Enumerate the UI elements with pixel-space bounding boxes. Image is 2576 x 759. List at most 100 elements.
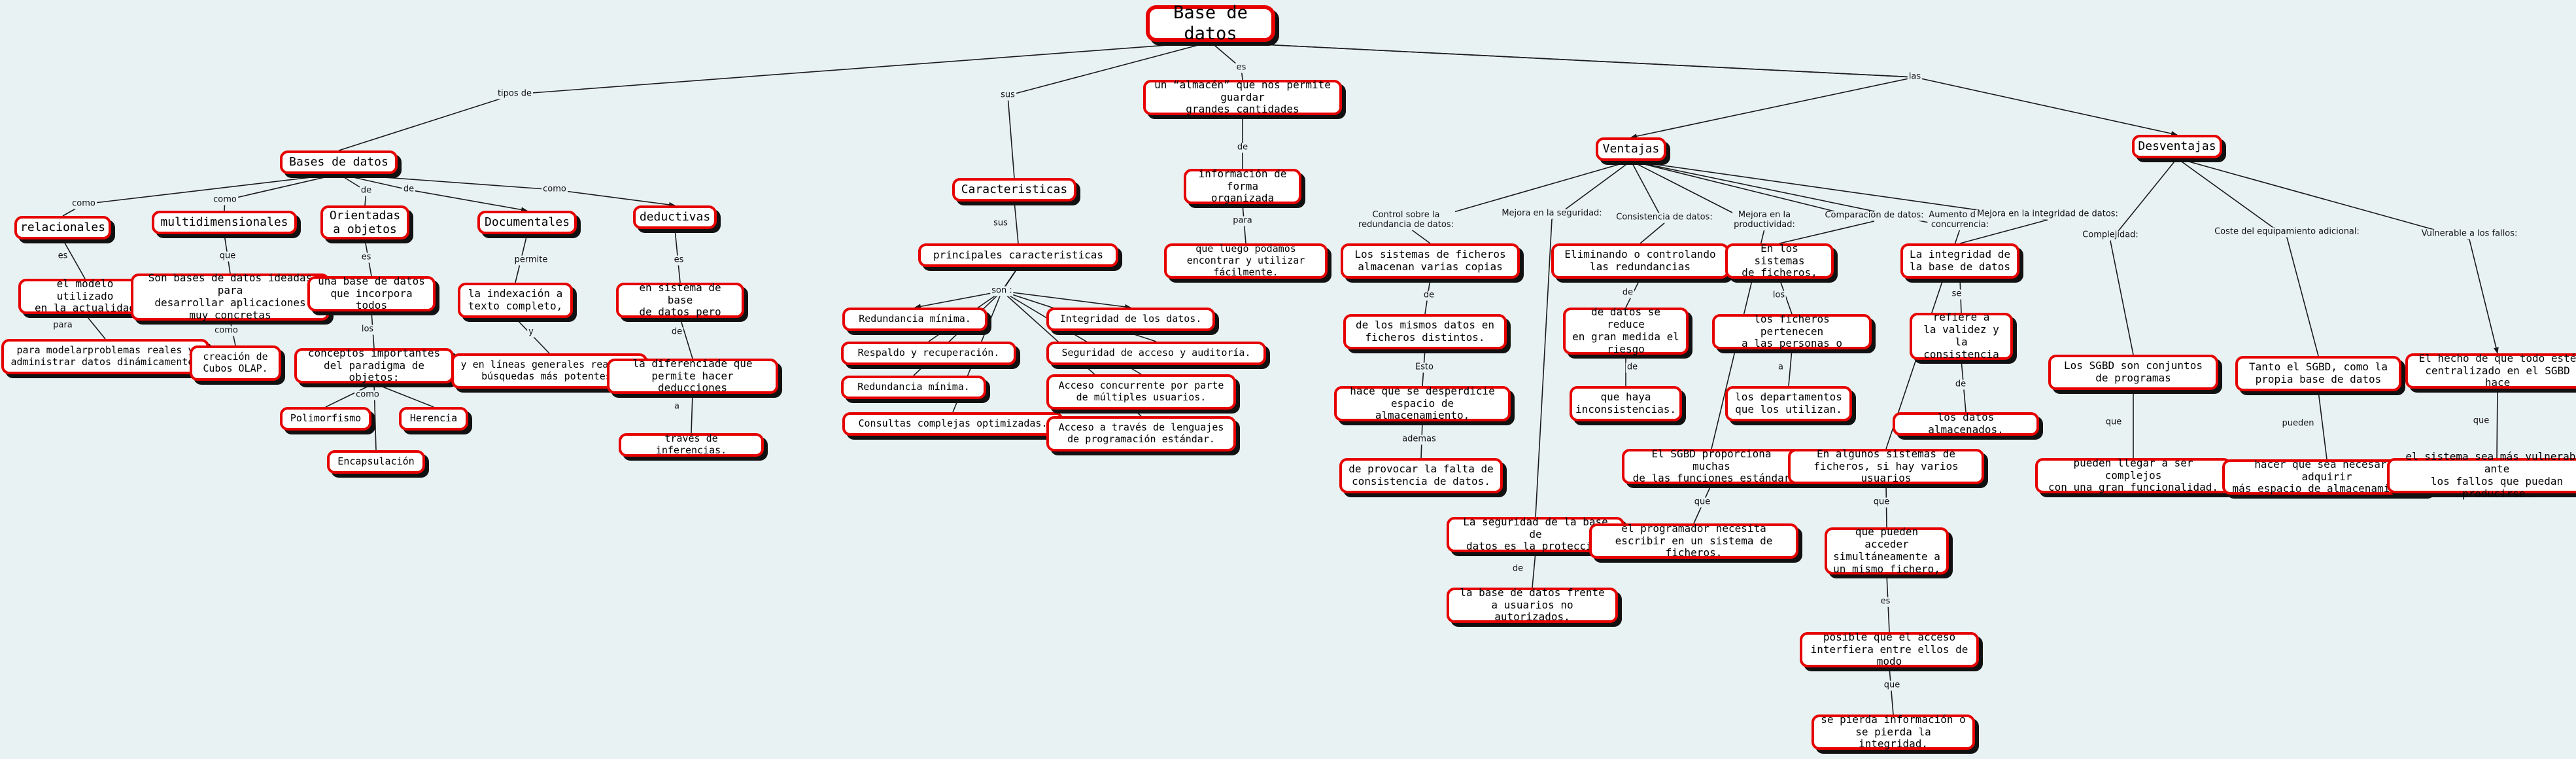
edge-line [2286,237,2319,357]
concept-node-multi3[interactable]: creación de Cubos OLAP. [190,345,281,381]
edge-label: permite [513,255,549,266]
concept-node-d1b[interactable]: pueden llegar a ser complejos con una gr… [2035,457,2231,493]
concept-node-ded4[interactable]: través de inferencias. [619,432,764,457]
edge-label: es [1879,596,1892,607]
concept-node-d1a[interactable]: Los SGBD son conjuntos de programas [2048,355,2218,390]
concept-node-c_seg[interactable]: Seguridad de acceso y auditoría. [1046,342,1266,365]
edge-line [674,228,678,256]
edge-label: pueden [2280,418,2316,429]
edge-label: que [218,251,237,262]
concept-node-polim[interactable]: Polimorfismo [280,407,371,431]
concept-node-encap[interactable]: Encapsulación [327,450,425,474]
edge-line [1914,77,2178,136]
edge-line [1007,95,1015,179]
concept-node-relac3[interactable]: para modelarproblemas reales y administr… [1,339,209,374]
concept-node-v4a[interactable]: El SGBD proporciona muchas de las funcio… [1622,448,1801,484]
concept-node-v1c[interactable]: hace que se desperdicie espacio de almac… [1334,385,1511,421]
concept-node-info[interactable]: información de forma organizada [1184,168,1301,204]
concept-node-v7b[interactable]: refiere a la validez y la consistencia [1910,311,2013,361]
edge-label: Vulnerable a los fallos: [2420,228,2519,239]
concept-node-orient3[interactable]: conceptos importantes del paradigma de o… [294,347,454,383]
concept-node-v6a[interactable]: En algunos sistemas de ficheros, si hay … [1788,448,1984,484]
edge-line [914,291,1003,309]
edge-label: Mejora en la integridad de datos: [1976,209,2120,220]
edge-line [374,416,377,451]
concept-node-multidim[interactable]: multidimensionales [152,211,297,234]
concept-node-v6c[interactable]: posible que el acceso interfiera entre e… [1800,631,1979,667]
edge-label: Consistencia de datos: [1615,212,1714,223]
concept-node-relac2[interactable]: el modelo utilizado en la actualidad [18,277,152,314]
concept-node-v7a[interactable]: La integridad de la base de datos [1900,243,2019,279]
concept-node-alm[interactable]: un “almacén” que nos permite guardar gra… [1143,79,1342,115]
concept-node-v3b[interactable]: de datos se reduce en gran medida el rie… [1563,306,1689,355]
concept-node-v7c[interactable]: los datos almacenados. [1893,411,2039,436]
concept-node-orient[interactable]: Orientadas a objetos [320,205,409,239]
edge-line [691,393,693,414]
edge-line [685,338,693,359]
edge-label: y [527,327,535,338]
concept-node-c_acc2[interactable]: Acceso a través de lenguajes de programa… [1046,416,1236,451]
concept-node-orient2[interactable]: una base de datos que incorpora todos [307,275,436,311]
concept-node-d2a[interactable]: Tanto el SGBD, como la propia base de da… [2235,356,2401,391]
concept-node-desv[interactable]: Desventajas [2132,135,2222,158]
edge-label: como [541,184,568,195]
edge-label: son : [990,285,1014,296]
edge-line [2110,240,2134,355]
edge-line [94,326,106,340]
edge-line [1891,690,1894,715]
concept-node-v3a[interactable]: Eliminando o controlando las redundancia… [1551,243,1729,279]
concept-node-info2[interactable]: que luego podamos encontrar y utilizar f… [1164,243,1328,279]
concept-node-c_red1[interactable]: Redundancia mínima. [842,308,987,331]
edge-label: de [1511,563,1525,574]
concept-node-ded3[interactable]: la diferenciade que permite hacer deducc… [607,357,778,394]
edge-line [1785,296,1793,315]
concept-node-doc2[interactable]: la indexación a texto completo, [458,283,573,318]
concept-node-c_acc1[interactable]: Acceso concurrente por parte de múltiple… [1046,374,1236,410]
concept-node-v4b[interactable]: el programador necesita escribir en un s… [1589,522,1798,559]
concept-node-v2b[interactable]: la base de datos frente a usuarios no au… [1447,586,1618,623]
edge-line [338,94,515,151]
edge-label: los [1771,290,1787,301]
concept-node-root[interactable]: Base de datos [1146,3,1275,44]
edge-label: que [1872,497,1891,508]
concept-node-v3c[interactable]: que haya inconsistencias. [1570,386,1682,421]
edge-label: tipos de [496,88,534,99]
concept-node-d3b[interactable]: el sistema sea más vulnerable ante los f… [2387,450,2576,500]
concept-node-deduct[interactable]: deductivas [633,205,717,229]
concept-node-v1a[interactable]: Los sistemas de ficheros almacenan varia… [1341,243,1520,279]
edge-line [532,335,550,354]
edge-label: de [670,327,684,338]
concept-node-vent[interactable]: Ventajas [1596,137,1666,161]
edge-label: a [673,401,681,412]
edge-line [1210,41,1915,78]
concept-node-relac[interactable]: relacionales [14,216,111,239]
edge-line [373,383,376,417]
concept-node-v5b[interactable]: los ficheros pertenecen a las personas o [1712,313,1872,349]
concept-node-v6d[interactable]: se pierda información o se pierda la int… [1812,713,1975,750]
concept-node-carac2[interactable]: principales caracteristicas [918,243,1118,267]
concept-node-v1d[interactable]: de provocar la falta de consistencia de … [1339,458,1503,493]
concept-node-d3a[interactable]: El hecho de que todo esté centralizado e… [2405,352,2576,389]
concept-node-c_integ[interactable]: Integridad de los datos. [1046,308,1215,331]
concept-node-c_red2[interactable]: Redundancia mínima. [841,376,986,399]
concept-node-carac[interactable]: Caracteristicas [952,178,1076,202]
edge-label: sus [999,90,1016,101]
concept-node-v5a[interactable]: En los sistemas de ficheros, [1725,242,1834,279]
edge-label: se [1950,289,1963,300]
concept-node-v1b[interactable]: de los mismos datos en ficheros distinto… [1343,314,1507,349]
edge-label: para [52,320,74,331]
concept-node-multi2[interactable]: Son bases de datos ideadas para desarrol… [131,272,330,321]
edge-label: de [1422,290,1436,301]
concept-node-ded2[interactable]: en sistema de base de datos pero [616,281,744,318]
concept-node-c_cons[interactable]: Consultas complejas optimizadas. [842,412,1063,436]
concept-node-heren[interactable]: Herencia [399,407,468,431]
concept-node-bd[interactable]: Bases de datos [280,150,398,174]
concept-node-v6b[interactable]: que pueden acceder simultáneamente a un … [1825,525,1949,575]
edge-label: es [56,251,69,262]
concept-node-v5c[interactable]: los departamentos que los utilizan. [1725,386,1852,421]
concept-node-c_resp[interactable]: Respaldo y recuperación. [841,342,1016,365]
concept-node-docum[interactable]: Documentales [477,211,577,234]
edge-label: las [1907,71,1923,82]
edge-label: Mejora en la productividad: [1732,210,1796,230]
